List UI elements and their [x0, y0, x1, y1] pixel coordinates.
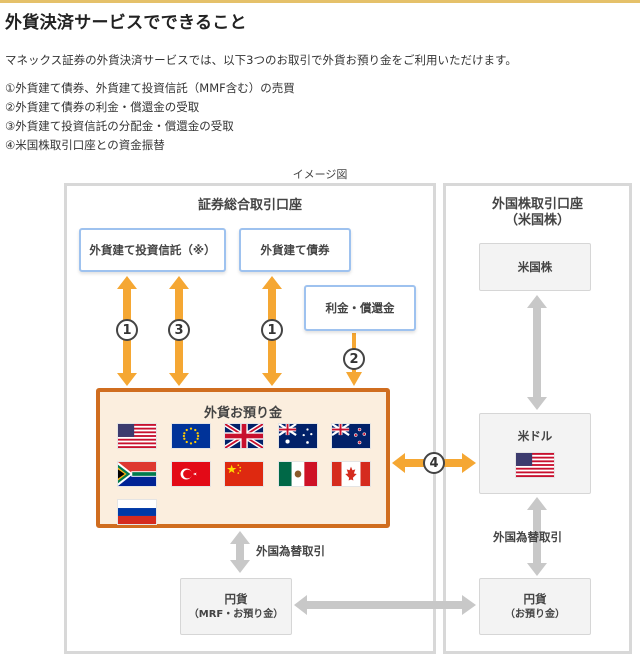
top-accent-line: [0, 0, 640, 3]
marker-1-fund: 1: [116, 319, 138, 341]
turkey-flag-icon: [171, 461, 211, 487]
marker-1-bond: 1: [261, 319, 283, 341]
australia-flag-icon: [278, 423, 318, 449]
jpy-mrf-box: 円貨 （MRF・お預り金）: [180, 578, 292, 635]
list-item: ②外貨建て債券の利金・償還金の受取: [5, 100, 200, 114]
page-title: 外貨決済サービスでできること: [5, 13, 247, 33]
service-list: ①外貨建て債券、外貨建て投資信託（MMF含む）の売買 ②外貨建て債券の利金・償還…: [5, 79, 295, 155]
mexico-flag-icon: [278, 461, 318, 487]
list-item: ③外貨建て投資信託の分配金・償還金の受取: [5, 119, 234, 133]
new-zealand-flag-icon: [331, 423, 371, 449]
south-africa-flag-icon: [117, 461, 157, 487]
marker-4-transfer: 4: [423, 452, 445, 474]
uk-flag-icon: [224, 423, 264, 449]
foreign-stock-account-title: 外国株取引口座 （米国株）: [491, 197, 583, 228]
arrow-deposit-jpy: [230, 531, 250, 573]
marker-3-fund: 3: [168, 319, 190, 341]
us-stock-box: 米国株: [479, 243, 591, 291]
list-item: ①外貨建て債券、外貨建て投資信託（MMF含む）の売買: [5, 81, 295, 95]
usd-flag-icon: [515, 452, 555, 478]
arrow-usd-jpy: [527, 497, 547, 576]
jpy-deposit-box: 円貨 （お預り金）: [479, 578, 591, 635]
gray-arrows: [230, 295, 547, 615]
usa-flag-icon: [117, 423, 157, 449]
interest-redemption-box: 利金・償還金: [304, 285, 416, 331]
deposit-title: 外貨お預り金: [203, 406, 282, 421]
intro-text: マネックス証券の外貨決済サービスでは、以下3つのお取引で外貨お預り金をご利用いた…: [5, 53, 517, 67]
usd-box: 米ドル: [479, 413, 591, 494]
china-flag-icon: [224, 461, 264, 487]
foreign-bond-box: 外貨建て債券: [239, 228, 351, 272]
usd-title: 米ドル: [517, 429, 553, 443]
foreign-currency-deposit-box: 外貨お預り金: [96, 388, 390, 528]
left-fx-label: 外国為替取引: [256, 544, 325, 558]
jpy-deposit-sub: （お預り金）: [505, 608, 565, 620]
right-fx-label: 外国為替取引: [493, 530, 562, 544]
list-item: ④米国株取引口座との資金振替: [5, 138, 165, 152]
arrow-stock-usd: [527, 295, 547, 410]
jpy-mrf-title: 円貨: [224, 591, 248, 606]
russia-flag-icon: [117, 499, 157, 525]
arrow-jpy-jpy: [294, 595, 476, 615]
foreign-fund-box: 外貨建て投資信託（※）: [79, 228, 226, 272]
marker-2-interest: 2: [343, 348, 365, 370]
jpy-deposit-title: 円貨: [523, 591, 547, 606]
eu-flag-icon: [171, 423, 211, 449]
canada-flag-icon: [331, 461, 371, 487]
jpy-mrf-sub: （MRF・お預り金）: [188, 608, 284, 620]
securities-account-title: 証券総合取引口座: [197, 198, 302, 213]
diagram-caption: イメージ図: [292, 168, 348, 181]
